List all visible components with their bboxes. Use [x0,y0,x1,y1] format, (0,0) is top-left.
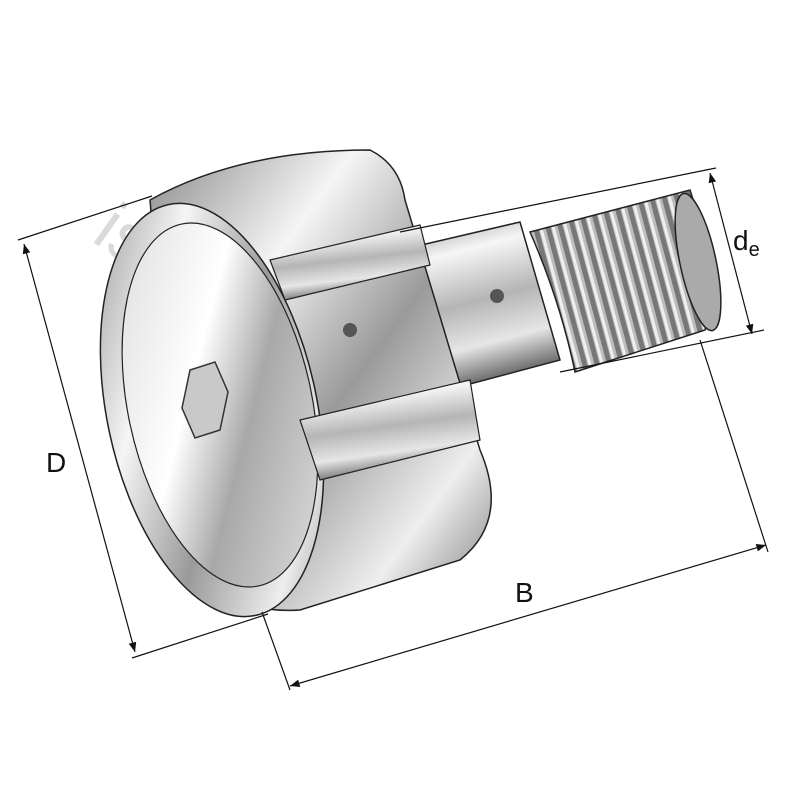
outer-ring [99,149,492,618]
needle-roller [269,224,431,301]
dimension-lines [17,167,769,691]
dim-D-line [22,243,137,653]
dim-D-label: D [46,447,66,478]
dim-B-line [289,544,767,687]
dim-de-sub: e [749,239,760,261]
inner-ring [299,379,481,481]
dim-de-main: d [733,225,749,256]
dim-de-label: de [733,225,760,261]
dim-B-label: B [515,577,534,608]
dim-de-line [708,172,754,335]
hex-socket-icon [181,361,229,439]
